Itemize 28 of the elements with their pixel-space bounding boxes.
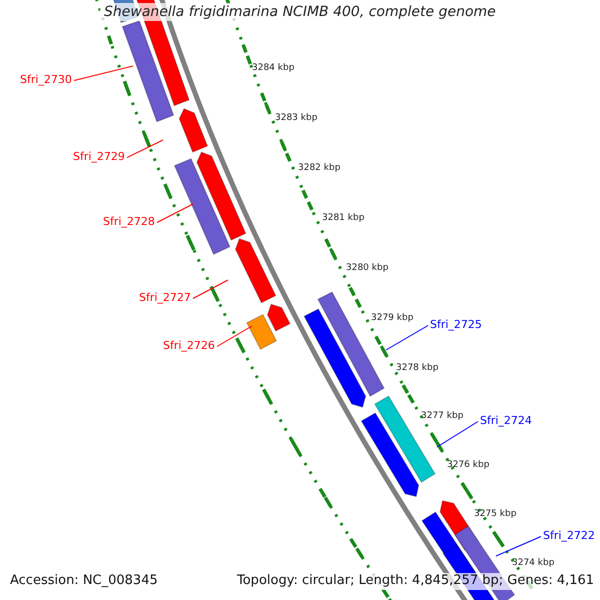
leader-line: [496, 536, 542, 556]
leader-line: [126, 140, 164, 158]
scale-label: 3278 kbp: [396, 363, 438, 374]
gene-label: Sfri_2724: [480, 415, 532, 428]
scale-label: 3282 kbp: [298, 163, 340, 174]
scale-label: 3275 kbp: [474, 509, 516, 520]
leader-line: [216, 326, 252, 347]
gene-label: Sfri_2722: [543, 530, 595, 543]
scale-label: 3280 kbp: [346, 263, 388, 274]
scale-label: 3277 kbp: [421, 411, 464, 422]
leader-line: [436, 421, 478, 448]
scale-label: 3279 kbp: [371, 313, 414, 324]
gene-label: Sfri_2728: [103, 216, 155, 229]
scale-label: 3276 kbp: [447, 460, 490, 470]
accession-text: Accession: NC_008345: [8, 573, 160, 590]
leader-line: [74, 66, 134, 81]
leader-line: [192, 280, 228, 299]
gene-label: Sfri_2725: [430, 319, 482, 332]
gene-label: Sfri_2727: [139, 292, 191, 305]
scale-label: 3283 kbp: [275, 113, 318, 124]
gene-label: Sfri_2726: [163, 340, 215, 353]
gene-label: Sfri_2730: [20, 74, 72, 87]
scale-label: 3284 kbp: [252, 63, 294, 74]
gene-label: Sfri_2729: [73, 151, 125, 164]
leader-line: [386, 325, 428, 350]
scale-label: 3281 kbp: [322, 213, 364, 224]
leader-line: [156, 204, 194, 223]
scale-label: 3274 kbp: [512, 558, 554, 568]
